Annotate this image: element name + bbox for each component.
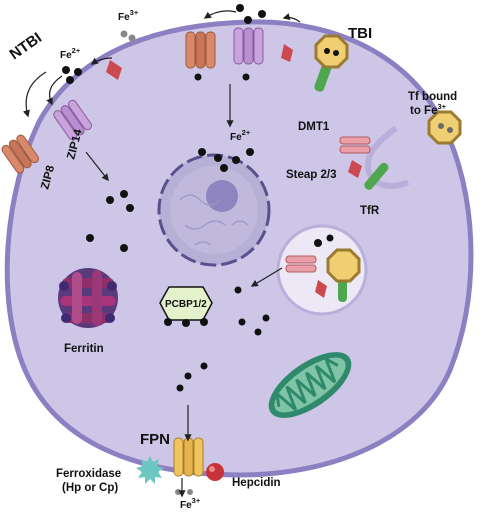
fpn-label: FPN bbox=[140, 431, 170, 448]
zip8-transporter bbox=[1, 134, 40, 174]
pcbp-chaperone bbox=[159, 286, 213, 327]
transferrin-endosome bbox=[326, 248, 361, 283]
ferroxidase-label: Ferroxidase (Hp or Cp) bbox=[56, 468, 124, 494]
hepcidin-peptide bbox=[206, 463, 224, 481]
ferritin-cluster bbox=[58, 268, 118, 328]
flow-arrows bbox=[22, 10, 301, 498]
fe3-bottom-label: Fe3+ bbox=[180, 496, 201, 511]
tfr-label: TfR bbox=[360, 205, 380, 217]
nucleolus bbox=[206, 180, 238, 212]
transferrin-top bbox=[314, 34, 349, 69]
fpn-transporter bbox=[173, 437, 204, 477]
tfr-receptor-top bbox=[314, 62, 332, 92]
endocytic-pit bbox=[364, 125, 410, 189]
tbi-label: TBI bbox=[348, 25, 372, 42]
iron-dots bbox=[62, 4, 270, 495]
dmt1-label: DMT1 bbox=[298, 121, 330, 133]
steap-reductase-endosome bbox=[315, 280, 327, 298]
dmt1-endosome bbox=[285, 255, 317, 273]
fe2-center-label: Fe2+ bbox=[230, 128, 251, 143]
ntbi-label: NTBI bbox=[7, 29, 45, 63]
zip14-transporter bbox=[53, 99, 92, 141]
steap-reductase-pit bbox=[348, 160, 362, 178]
transferrin-bound-outside bbox=[427, 110, 462, 145]
steap-reductase-left bbox=[106, 60, 122, 80]
ferroxidase-enzyme bbox=[136, 456, 164, 484]
fe3-top-label: Fe3+ bbox=[118, 8, 139, 23]
hepcidin-label: Hepcidin bbox=[232, 477, 281, 489]
dmt1-transporter bbox=[339, 136, 371, 154]
mitochondrion bbox=[268, 352, 352, 418]
tf-bound-label: Tf bound to Fe3+ bbox=[408, 91, 460, 117]
ferritin-label: Ferritin bbox=[64, 343, 104, 355]
nucleus bbox=[157, 153, 271, 267]
pcbp-label: PCBP1/2 bbox=[165, 299, 207, 310]
transporter-purple-top bbox=[233, 27, 264, 65]
steap-label: Steap 2/3 bbox=[286, 169, 337, 181]
tfr-receptor-pit bbox=[364, 162, 389, 190]
steap-reductase-top bbox=[281, 44, 293, 62]
fe2-left-label: Fe2+ bbox=[60, 46, 81, 61]
transporter-orange-top bbox=[185, 31, 216, 69]
